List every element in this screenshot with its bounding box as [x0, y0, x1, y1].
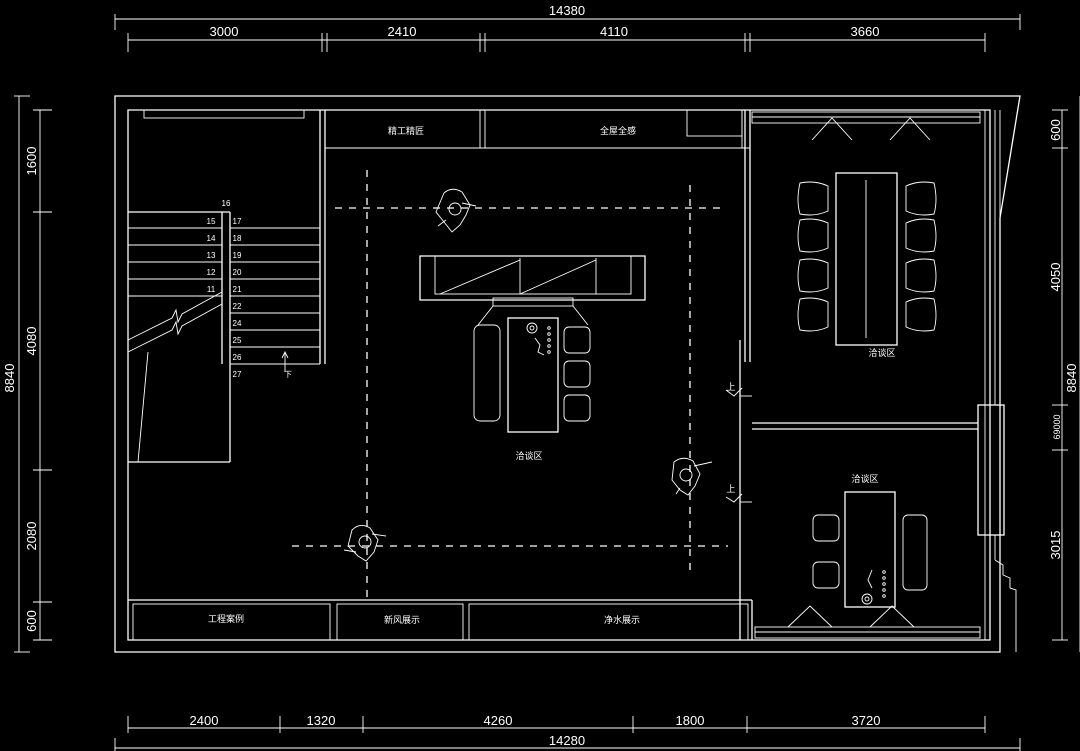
stair-area: 16 15 14 13 12 11 17 18 19 20 21 22 24 2… — [127, 109, 326, 463]
label-lower-negotiation: 洽谈区 — [851, 473, 878, 484]
negotiation-table-center: 洽谈区 — [473, 305, 591, 461]
stair-step: 25 — [233, 336, 242, 345]
bottom-dimensions: 2400 1320 4260 1800 3720 14280 — [114, 713, 1021, 751]
dim-left-total: 8840 — [2, 364, 17, 393]
dim-top-2: 2410 — [388, 24, 417, 39]
person-figure-icon — [435, 188, 477, 233]
center-hall: 洽谈区 — [292, 170, 728, 600]
dim-bottom-total: 14280 — [549, 733, 585, 748]
stair-step: 24 — [233, 319, 242, 328]
stair-step: 12 — [207, 268, 216, 277]
right-rooms: 上 上 洽谈区 — [725, 110, 981, 640]
dim-top-total: 14380 — [549, 3, 585, 18]
dim-right-4: 3015 — [1048, 531, 1063, 560]
dim-left-4: 600 — [24, 610, 39, 632]
stair-step: 18 — [233, 234, 242, 243]
stair-step: 11 — [207, 285, 216, 294]
dim-bottom-1: 2400 — [190, 713, 219, 728]
dim-left-2: 4080 — [24, 327, 39, 356]
lower-negotiation-table — [812, 491, 928, 608]
dim-bottom-5: 3720 — [852, 713, 881, 728]
label-water-purification: 净水展示 — [604, 614, 640, 625]
stair-step: 26 — [233, 353, 242, 362]
bottom-display-cabinets: 工程案例 新风展示 净水展示 — [128, 599, 753, 641]
label-meeting-negotiation: 洽谈区 — [868, 347, 895, 358]
person-figure-icon — [343, 525, 387, 562]
stair-step: 27 — [233, 370, 242, 379]
stair-step: 13 — [207, 251, 216, 260]
dim-top-1: 3000 — [210, 24, 239, 39]
stair-step: 15 — [207, 217, 216, 226]
label-whole-house: 全屋全感 — [600, 125, 636, 136]
walls — [114, 95, 1021, 653]
meeting-chairs — [797, 181, 937, 332]
right-dimensions: 600 4050 69000 3015 8840 — [1048, 96, 1080, 652]
meeting-table — [835, 172, 898, 346]
dim-right-total: 8840 — [1064, 364, 1079, 393]
left-dimensions: 8840 1600 4080 2080 600 — [2, 95, 52, 653]
stair-steps — [128, 227, 320, 365]
up-label: 上 — [726, 484, 735, 494]
label-fresh-air: 新风展示 — [384, 614, 420, 625]
dim-top-3: 4110 — [600, 24, 628, 39]
stair-step: 20 — [233, 268, 242, 277]
dim-bottom-2: 1320 — [307, 713, 336, 728]
label-project-cases: 工程案例 — [208, 613, 244, 624]
stair-step: 21 — [233, 285, 242, 294]
stair-step: 17 — [233, 217, 242, 226]
label-craft: 精工精匠 — [388, 125, 424, 136]
stair-landing-number: 16 — [222, 199, 231, 208]
dim-bottom-4: 1800 — [676, 713, 705, 728]
stair-step: 14 — [207, 234, 216, 243]
dim-right-3: 69000 — [1052, 414, 1062, 439]
stair-down-label: 下 — [284, 370, 292, 379]
dim-right-1: 600 — [1048, 119, 1063, 141]
top-dimensions: 14380 3000 2410 4110 3660 — [114, 3, 1021, 52]
up-label: 上 — [726, 382, 735, 392]
person-figure-icon — [671, 457, 713, 496]
dim-top-4: 3660 — [851, 24, 880, 39]
dim-left-1: 1600 — [24, 147, 39, 176]
label-center-negotiation: 洽谈区 — [515, 450, 542, 461]
dim-bottom-3: 4260 — [484, 713, 513, 728]
top-display-cabinets: 精工精匠 全屋全感 — [325, 109, 751, 149]
stair-step: 19 — [233, 251, 242, 260]
display-counter — [419, 255, 646, 307]
dim-left-3: 2080 — [24, 522, 39, 551]
dim-right-2: 4050 — [1048, 263, 1063, 292]
stair-step: 22 — [233, 302, 242, 311]
